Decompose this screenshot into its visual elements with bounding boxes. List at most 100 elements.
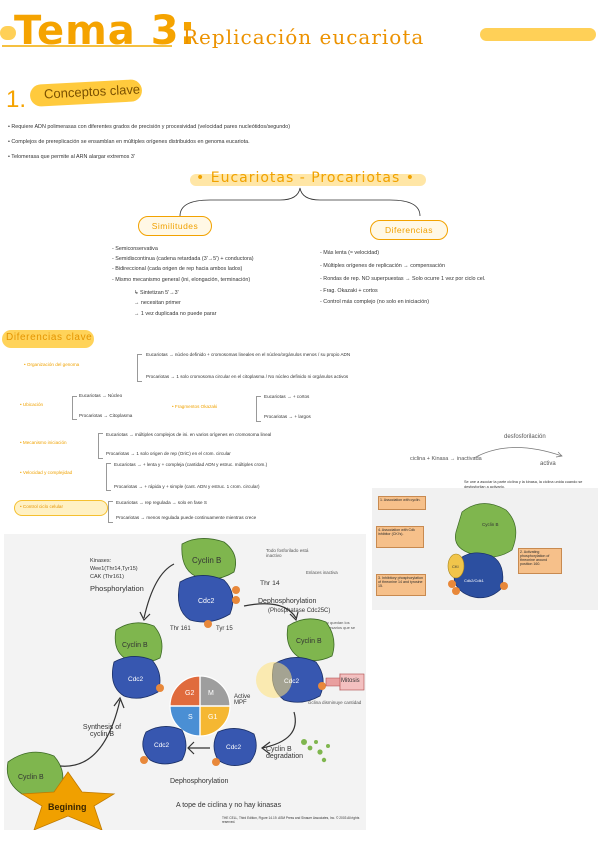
- kd-euk-5-text: Eucariotas → rep regulada → solo en fase…: [116, 500, 207, 505]
- similarity-1-text: Semiconservativa: [115, 246, 158, 252]
- difference-3: - Rondas de rep. NO superpuestas → Solo …: [320, 276, 486, 282]
- differences-label: Diferencias: [384, 225, 434, 235]
- kd-euk-2-text: Eucariotas → Núcleo: [79, 393, 123, 398]
- bullet-3-text: Telomerasa que permite al ARN alargar ex…: [11, 154, 135, 160]
- similarity-3: - Bidireccional (cada origen de rep haci…: [112, 266, 243, 272]
- kd-topic-5-text: Control ciclo celular: [22, 504, 63, 509]
- fragments-prok: Procariotas → + largos: [264, 414, 311, 419]
- fragments-euk: Eucariotas → + cortos: [264, 394, 309, 399]
- kd-brace-1: [137, 354, 142, 382]
- cdc2-right: Cdc2: [284, 678, 300, 685]
- fragments-brace: [256, 396, 261, 422]
- kd-euk-2: Eucariotas → Núcleo: [79, 393, 122, 398]
- kd-euk-3: Eucariotas → múltiples complejos de ini.…: [106, 432, 271, 437]
- active-mpf-label: Active MPF: [234, 694, 251, 706]
- kd-brace-2: [72, 396, 77, 420]
- kd-topic-5-pill: [14, 500, 108, 516]
- key-differences-pill: [2, 330, 94, 348]
- enlaces-note: Enlaces inactiva: [306, 570, 338, 575]
- cdc2-bottom-left: Cdc2: [154, 742, 170, 749]
- kd-topic-4-text: Velocidad y complejidad: [22, 470, 73, 475]
- similarity-3-text: Bidireccional (cada origen de rep hacia …: [115, 266, 243, 272]
- kd-euk-4: Eucariotas → + lenta y + compleja (canti…: [114, 462, 267, 467]
- small-cdk-label: Cdk2/Cdk1: [464, 578, 484, 583]
- kd-prok-2-text: Procariotas → Citoplasma: [79, 413, 133, 418]
- small-cyclin-label: Cyclin B: [482, 522, 499, 527]
- note-arrow: [473, 447, 563, 459]
- phase-g2: G2: [185, 690, 195, 697]
- kd-prok-4: Procariotas → + rápida y + simple (cant.…: [114, 484, 260, 489]
- kd-brace-3: [98, 433, 103, 459]
- fragments-label-text: Fragmentos Okazaki: [174, 404, 218, 409]
- kd-euk-3-text: Eucariotas → múltiples complejos de ini.…: [106, 432, 272, 437]
- small-label-4-text: 4. Association with Cdk inhibitor (CKI's…: [378, 528, 415, 536]
- kd-topic-3: • Mecanismo iniciación: [20, 440, 67, 445]
- kd-prok-4-text: Procariotas → + rápida y + simple (cant.…: [114, 484, 260, 489]
- bullet-1-text: Requiere ADN polimerasas con diferentes …: [11, 124, 291, 130]
- cycle-diagram: [6, 538, 365, 830]
- section-number: 1.: [6, 86, 27, 113]
- small-cki-label: CKI: [452, 564, 459, 569]
- differences-bubble: Diferencias: [370, 220, 448, 240]
- kd-topic-4: • Velocidad y complejidad: [20, 470, 73, 475]
- similarities-label: Similitudes: [151, 221, 199, 231]
- similarities-bubble: Similitudes: [138, 216, 212, 236]
- phase-g1: G1: [208, 714, 218, 721]
- cdc2-bottom-mid: Cdc2: [226, 744, 242, 751]
- small-label-2: 2. Activating phosphorylation of threoni…: [518, 548, 562, 574]
- cyclin-note: ciclina disminuye cantidad: [308, 700, 362, 705]
- phosphorylation-label: Phosphorylation: [90, 584, 144, 593]
- small-figure-diagram: [447, 503, 517, 599]
- bullet-1: • Requiere ADN polimerasas con diferente…: [8, 124, 291, 130]
- kd-prok-3-text: Procariotas → 1 solo origen de rep (OriC…: [106, 451, 231, 456]
- difference-2: - Múltiples orígenes de replicación → co…: [320, 263, 445, 269]
- kd-euk-5: Eucariotas → rep regulada → solo en fase…: [116, 500, 207, 505]
- dephos2-label: Dephosphorylation: [170, 778, 229, 785]
- page-subtitle: Replicación eucariota: [183, 25, 425, 49]
- small-label-3: 3. Inhibitory phosphorylation of threoni…: [376, 574, 426, 596]
- kd-topic-2-text: Ubicación: [22, 402, 44, 407]
- tyr15-label: Tyr 15: [216, 626, 233, 632]
- similarity-5-text: Sintetizan 5'→3': [140, 290, 179, 296]
- degradation-label: Cyclin B degradation: [266, 746, 303, 760]
- similarity-2-text: Semidiscontinua (cadena retardada (3'→5'…: [115, 256, 254, 262]
- compare-heading: • Eucariotas - Procariotas •: [196, 170, 416, 186]
- kd-brace-5: [108, 501, 113, 523]
- kd-brace-4: [106, 463, 111, 491]
- small-label-1-text: 1. Association with cyclin.: [380, 498, 421, 502]
- difference-2-text: Múltiples orígenes de replicación → comp…: [323, 263, 445, 269]
- compare-heading-text: Eucariotas - Procariotas: [210, 170, 401, 186]
- difference-4: - Frag. Okazaki + cortos: [320, 288, 378, 294]
- small-label-4: 4. Association with Cdk inhibitor (CKI's…: [376, 526, 424, 548]
- cyclin-lower-left: Cyclin B: [18, 774, 44, 781]
- similarity-2: - Semidiscontinua (cadena retardada (3'→…: [112, 256, 254, 262]
- similarity-6: → necesitan primer: [134, 300, 181, 306]
- similarity-7: → 1 vez duplicada no puede parar: [134, 311, 217, 317]
- bullet-2-text: Complejos de prereplicación se ensamblan…: [11, 139, 250, 145]
- banner-text: Begining: [48, 802, 87, 812]
- similarity-1: - Semiconservativa: [112, 246, 158, 252]
- similarity-7-text: 1 vez duplicada no puede parar: [140, 311, 217, 317]
- kd-prok-2: Procariotas → Citoplasma: [79, 413, 132, 418]
- mitosis-label: Mitosis: [341, 678, 360, 684]
- dephos-label: Dephosphorylation: [258, 598, 317, 605]
- difference-1: - Más lenta (≈ velocidad): [320, 250, 379, 256]
- difference-4-text: Frag. Okazaki + cortos: [323, 288, 378, 294]
- small-label-2-text: 2. Activating phosphorylation of threoni…: [520, 550, 550, 566]
- title-underline: [2, 45, 172, 47]
- thr161-label: Thr 161: [170, 626, 191, 632]
- credit-text: THE CELL, Third Edition, Figure 14.19. A…: [222, 816, 360, 824]
- kd-prok-5-text: Procariotas → menos regulada puede conti…: [116, 515, 257, 520]
- cyclin-top: Cyclin B: [192, 556, 222, 565]
- similarity-4: - Mismo mecanismo general (ini, elongaci…: [112, 277, 251, 283]
- cyclin-left: Cyclin B: [122, 642, 148, 649]
- kd-euk-1-text: Eucariotas → núcleo definido + cromosoma…: [146, 352, 351, 357]
- small-figure-caption: Se une a asociar la parte ciclina y la k…: [464, 480, 583, 489]
- phase-m: M: [208, 690, 214, 697]
- difference-5-text: Control más complejo (no solo en iniciac…: [323, 299, 430, 305]
- similarity-4-text: Mismo mecanismo general (ini, elongación…: [115, 277, 251, 283]
- note-chain: ciclina + Kinasa → inactivada: [410, 456, 482, 462]
- inactive-note: Todo fosforilado está inactivo: [266, 548, 309, 558]
- kd-topic-1-text: Organización del genoma: [26, 362, 80, 367]
- cyclin-right: Cyclin B: [296, 638, 322, 645]
